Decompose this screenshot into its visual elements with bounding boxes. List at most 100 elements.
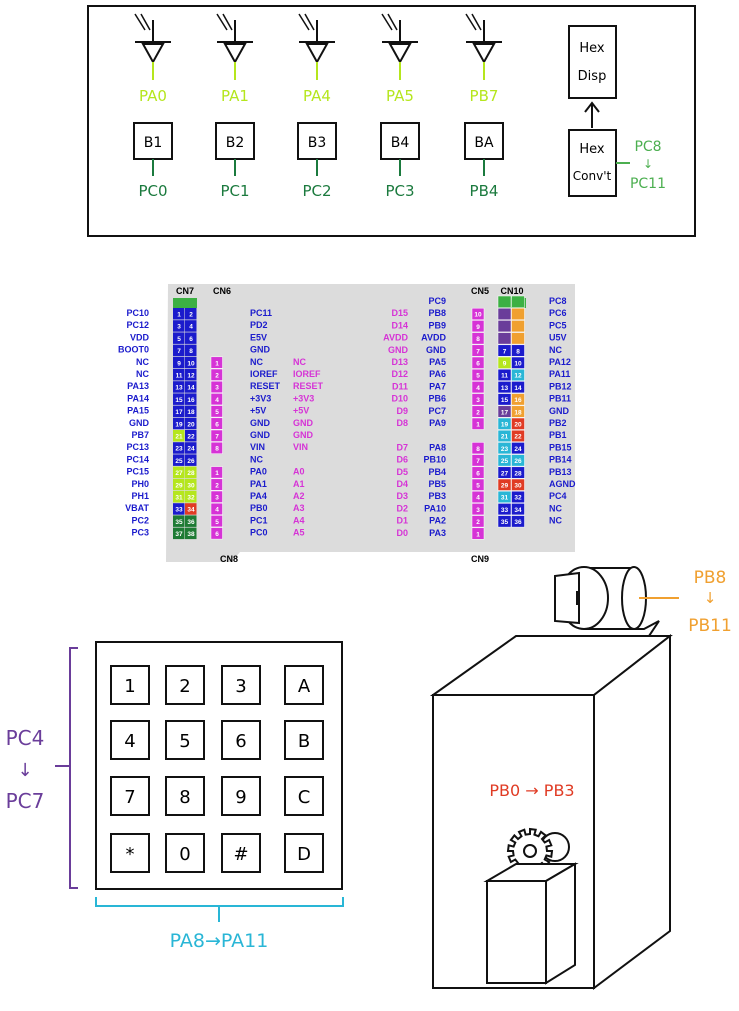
cn7-pin-num: 31 — [175, 495, 183, 502]
key-label: * — [126, 844, 135, 865]
button-label: BA — [474, 135, 494, 151]
cn10-pin — [497, 515, 512, 528]
cn7-pin-num: 32 — [187, 495, 195, 502]
right-inner-label: PB8 — [428, 308, 446, 318]
cn10-pin — [497, 442, 512, 455]
cn7-pin — [185, 417, 197, 430]
cn9-pin — [471, 454, 485, 467]
left-outer-label: BOOT0 — [118, 345, 149, 355]
cn9-pin — [471, 527, 485, 540]
left-arduino-label: GND — [293, 430, 314, 440]
cn10-pin — [511, 393, 525, 406]
cn7-pin-num: 33 — [175, 507, 183, 514]
cn6-pin-num: 3 — [215, 385, 219, 392]
keypad-key[interactable]: 5 — [165, 720, 205, 760]
cn5-pin — [471, 344, 485, 357]
cn10-pin-num: 33 — [501, 507, 509, 514]
right-arduino-label: GND — [388, 345, 409, 355]
right-inner-label: PB9 — [428, 320, 446, 330]
left-outer-label: PC12 — [126, 320, 149, 330]
cn9-pin-num: 1 — [476, 531, 480, 538]
left-arduino-label: A1 — [293, 479, 305, 489]
key-label: B — [298, 731, 310, 752]
left-inner-label: NC — [250, 454, 263, 464]
cn7-pin-num: 15 — [175, 397, 183, 404]
keypad-key[interactable]: 4 — [110, 720, 150, 760]
right-inner-label: AVDD — [421, 333, 446, 343]
cn10-pin-num: 9 — [503, 361, 507, 368]
right-inner-label: PB3 — [428, 491, 446, 501]
cn9-pin-num: 2 — [476, 519, 480, 526]
left-inner-label: GND — [250, 345, 271, 355]
cn7-pin-num: 7 — [177, 348, 181, 355]
cn10-pin-num: 15 — [501, 397, 509, 404]
cn10-pin — [511, 442, 525, 455]
keypad-key[interactable]: B — [284, 720, 324, 760]
keypad-key[interactable]: # — [221, 833, 261, 873]
cn5-pin-num: 8 — [476, 336, 480, 343]
cn7-pin — [185, 369, 197, 381]
cn6-pin-num: 2 — [215, 373, 219, 380]
keypad-key[interactable]: 6 — [221, 720, 261, 760]
cn7-pin — [173, 442, 185, 454]
left-outer-label: VBAT — [125, 503, 149, 513]
keypad-key[interactable]: 3 — [221, 665, 261, 705]
cn6-pin — [210, 405, 223, 418]
left-inner-label: PA0 — [250, 467, 267, 477]
right-arduino-label: D0 — [396, 528, 408, 538]
cn10-pin-num: 34 — [514, 507, 522, 514]
keypad-key[interactable]: 0 — [165, 833, 205, 873]
keypad-key[interactable]: A — [284, 665, 324, 705]
cn7-pin — [173, 454, 185, 466]
cn10-pin-num: 23 — [501, 446, 509, 453]
keypad-key[interactable]: C — [284, 776, 324, 816]
led-ray-2 — [304, 13, 315, 31]
cn10-pin — [497, 295, 512, 308]
keypad-key[interactable]: 7 — [110, 776, 150, 816]
right-outer-label: NC — [549, 345, 562, 355]
cn8-label: CN8 — [220, 554, 238, 564]
hex-conv-line2: Conv't — [573, 169, 612, 183]
cn6-pin — [210, 368, 223, 381]
left-inner-label: PA4 — [250, 491, 267, 501]
cn10-pin — [511, 356, 525, 369]
left-arduino-label: GND — [293, 418, 314, 428]
left-arduino-label: A5 — [293, 528, 305, 538]
cn7-pin-num: 37 — [175, 531, 183, 538]
col-pins-label: PA8→PA11 — [170, 930, 269, 952]
cn6-pin-num: 6 — [215, 421, 219, 428]
key-label: 9 — [235, 787, 246, 808]
button-outline — [464, 122, 504, 160]
keypad-key[interactable]: D — [284, 833, 324, 873]
led-pin-label: PA5 — [386, 87, 414, 105]
led-ray-1 — [216, 13, 228, 31]
cn7-pin-num: 35 — [175, 519, 183, 526]
cn9-pin — [471, 515, 485, 528]
cn9-pin — [471, 503, 485, 516]
inner-block — [483, 862, 579, 985]
cn10-pin — [511, 295, 525, 308]
cn7-pin-num: 29 — [175, 482, 183, 489]
cn5-pin — [471, 368, 485, 381]
right-outer-label: PC6 — [549, 308, 567, 318]
keypad-key[interactable]: 2 — [165, 665, 205, 705]
left-outer-label: NC — [136, 357, 149, 367]
cn10-pin-num: 12 — [514, 373, 522, 380]
cn10-pin-num: 16 — [514, 397, 522, 404]
cn7-pin — [173, 430, 185, 442]
keypad-key[interactable]: 1 — [110, 665, 150, 705]
key-outline — [284, 720, 324, 760]
keypad-key[interactable]: 8 — [165, 776, 205, 816]
led-icon: PB7 — [465, 13, 502, 105]
cn7-pin-num: 21 — [175, 434, 183, 441]
row-pin-arrow: ↓ — [17, 760, 32, 781]
key-label: 6 — [235, 731, 246, 752]
cn5-pin — [471, 307, 485, 320]
key-label: D — [297, 844, 311, 865]
keypad-key[interactable]: 9 — [221, 776, 261, 816]
keypad-key[interactable]: * — [110, 833, 150, 873]
cn7-pin — [185, 393, 197, 405]
